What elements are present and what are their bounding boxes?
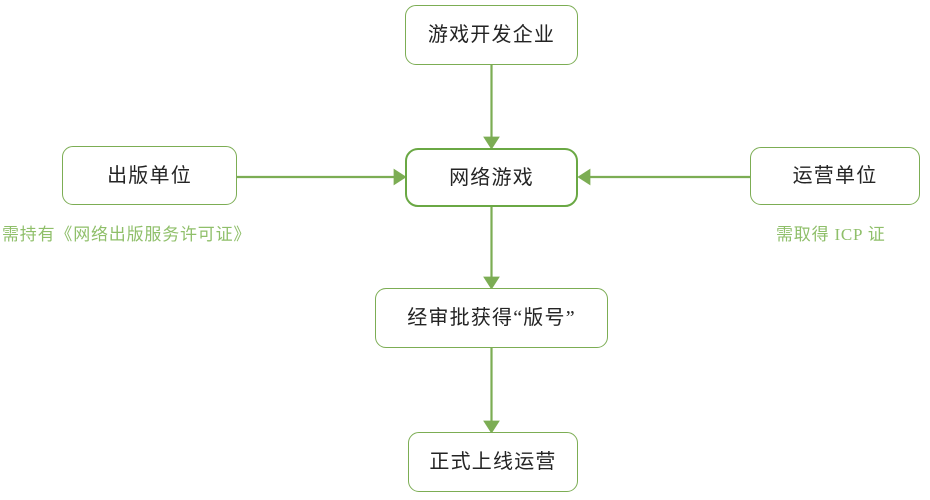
node-online-game-label: 网络游戏	[449, 166, 534, 189]
node-developer[interactable]: 游戏开发企业	[405, 5, 578, 65]
caption-publisher-requirement: 需持有《网络出版服务许可证》	[2, 225, 252, 244]
node-operator-label: 运营单位	[792, 165, 878, 187]
node-launch[interactable]: 正式上线运营	[408, 432, 578, 492]
node-launch-label: 正式上线运营	[429, 451, 557, 473]
caption-operator-requirement: 需取得 ICP 证	[776, 225, 886, 244]
node-approval-label: 经审批获得“版号”	[407, 307, 576, 329]
node-publisher-label: 出版单位	[107, 164, 192, 187]
node-approval[interactable]: 经审批获得“版号”	[375, 288, 608, 348]
node-developer-label: 游戏开发企业	[427, 24, 556, 46]
node-online-game[interactable]: 网络游戏	[405, 148, 578, 207]
node-operator[interactable]: 运营单位	[750, 147, 920, 205]
node-publisher[interactable]: 出版单位	[62, 146, 237, 205]
